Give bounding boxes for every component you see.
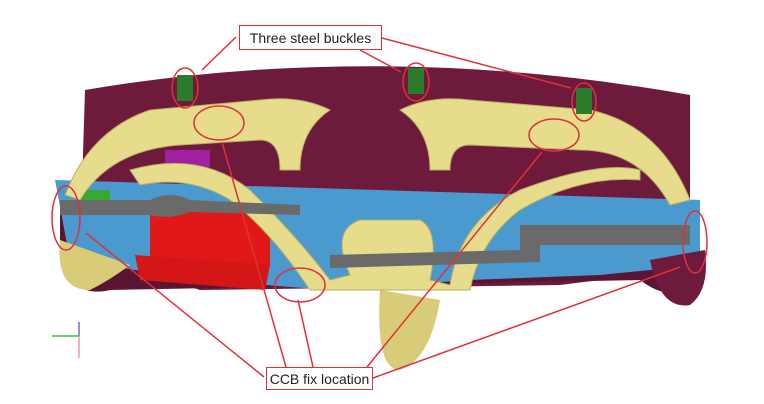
ccb-circle-left-end [51,185,81,251]
duct-left [64,98,331,201]
knee-bolster [379,290,440,370]
three-steel-buckles-label: Three steel buckles [239,25,382,50]
buckle-circle-2 [402,62,430,102]
steel-buckle-1 [177,75,193,101]
ccb-circle-right-upper [528,118,580,152]
buckle-circle-3 [571,82,597,122]
leader-line [221,141,287,368]
duct-center [129,162,641,291]
ccb-circle-left-upper [193,105,245,141]
leader-line [366,151,543,368]
ccb-circle-bottom [274,267,326,303]
leader-line [201,36,237,71]
axis-triad-icon [52,322,80,358]
ccb-circle-right-end [682,210,708,274]
leader-line [297,299,314,368]
lower-shell [59,240,130,290]
leader-line [85,232,265,378]
leader-line [359,49,402,73]
red-part-lower [135,255,270,290]
leader-line [381,37,572,89]
steel-buckle-3 [576,88,592,114]
leader-line [372,266,681,379]
steel-buckle-2 [408,68,424,94]
cross-car-beam-right [330,225,690,268]
duct-right [399,98,691,206]
right-end-cap [650,250,706,306]
cross-car-beam [60,195,300,217]
buckle-circle-1 [171,67,199,109]
ccb-fix-location-label: CCB fix location [266,367,373,390]
